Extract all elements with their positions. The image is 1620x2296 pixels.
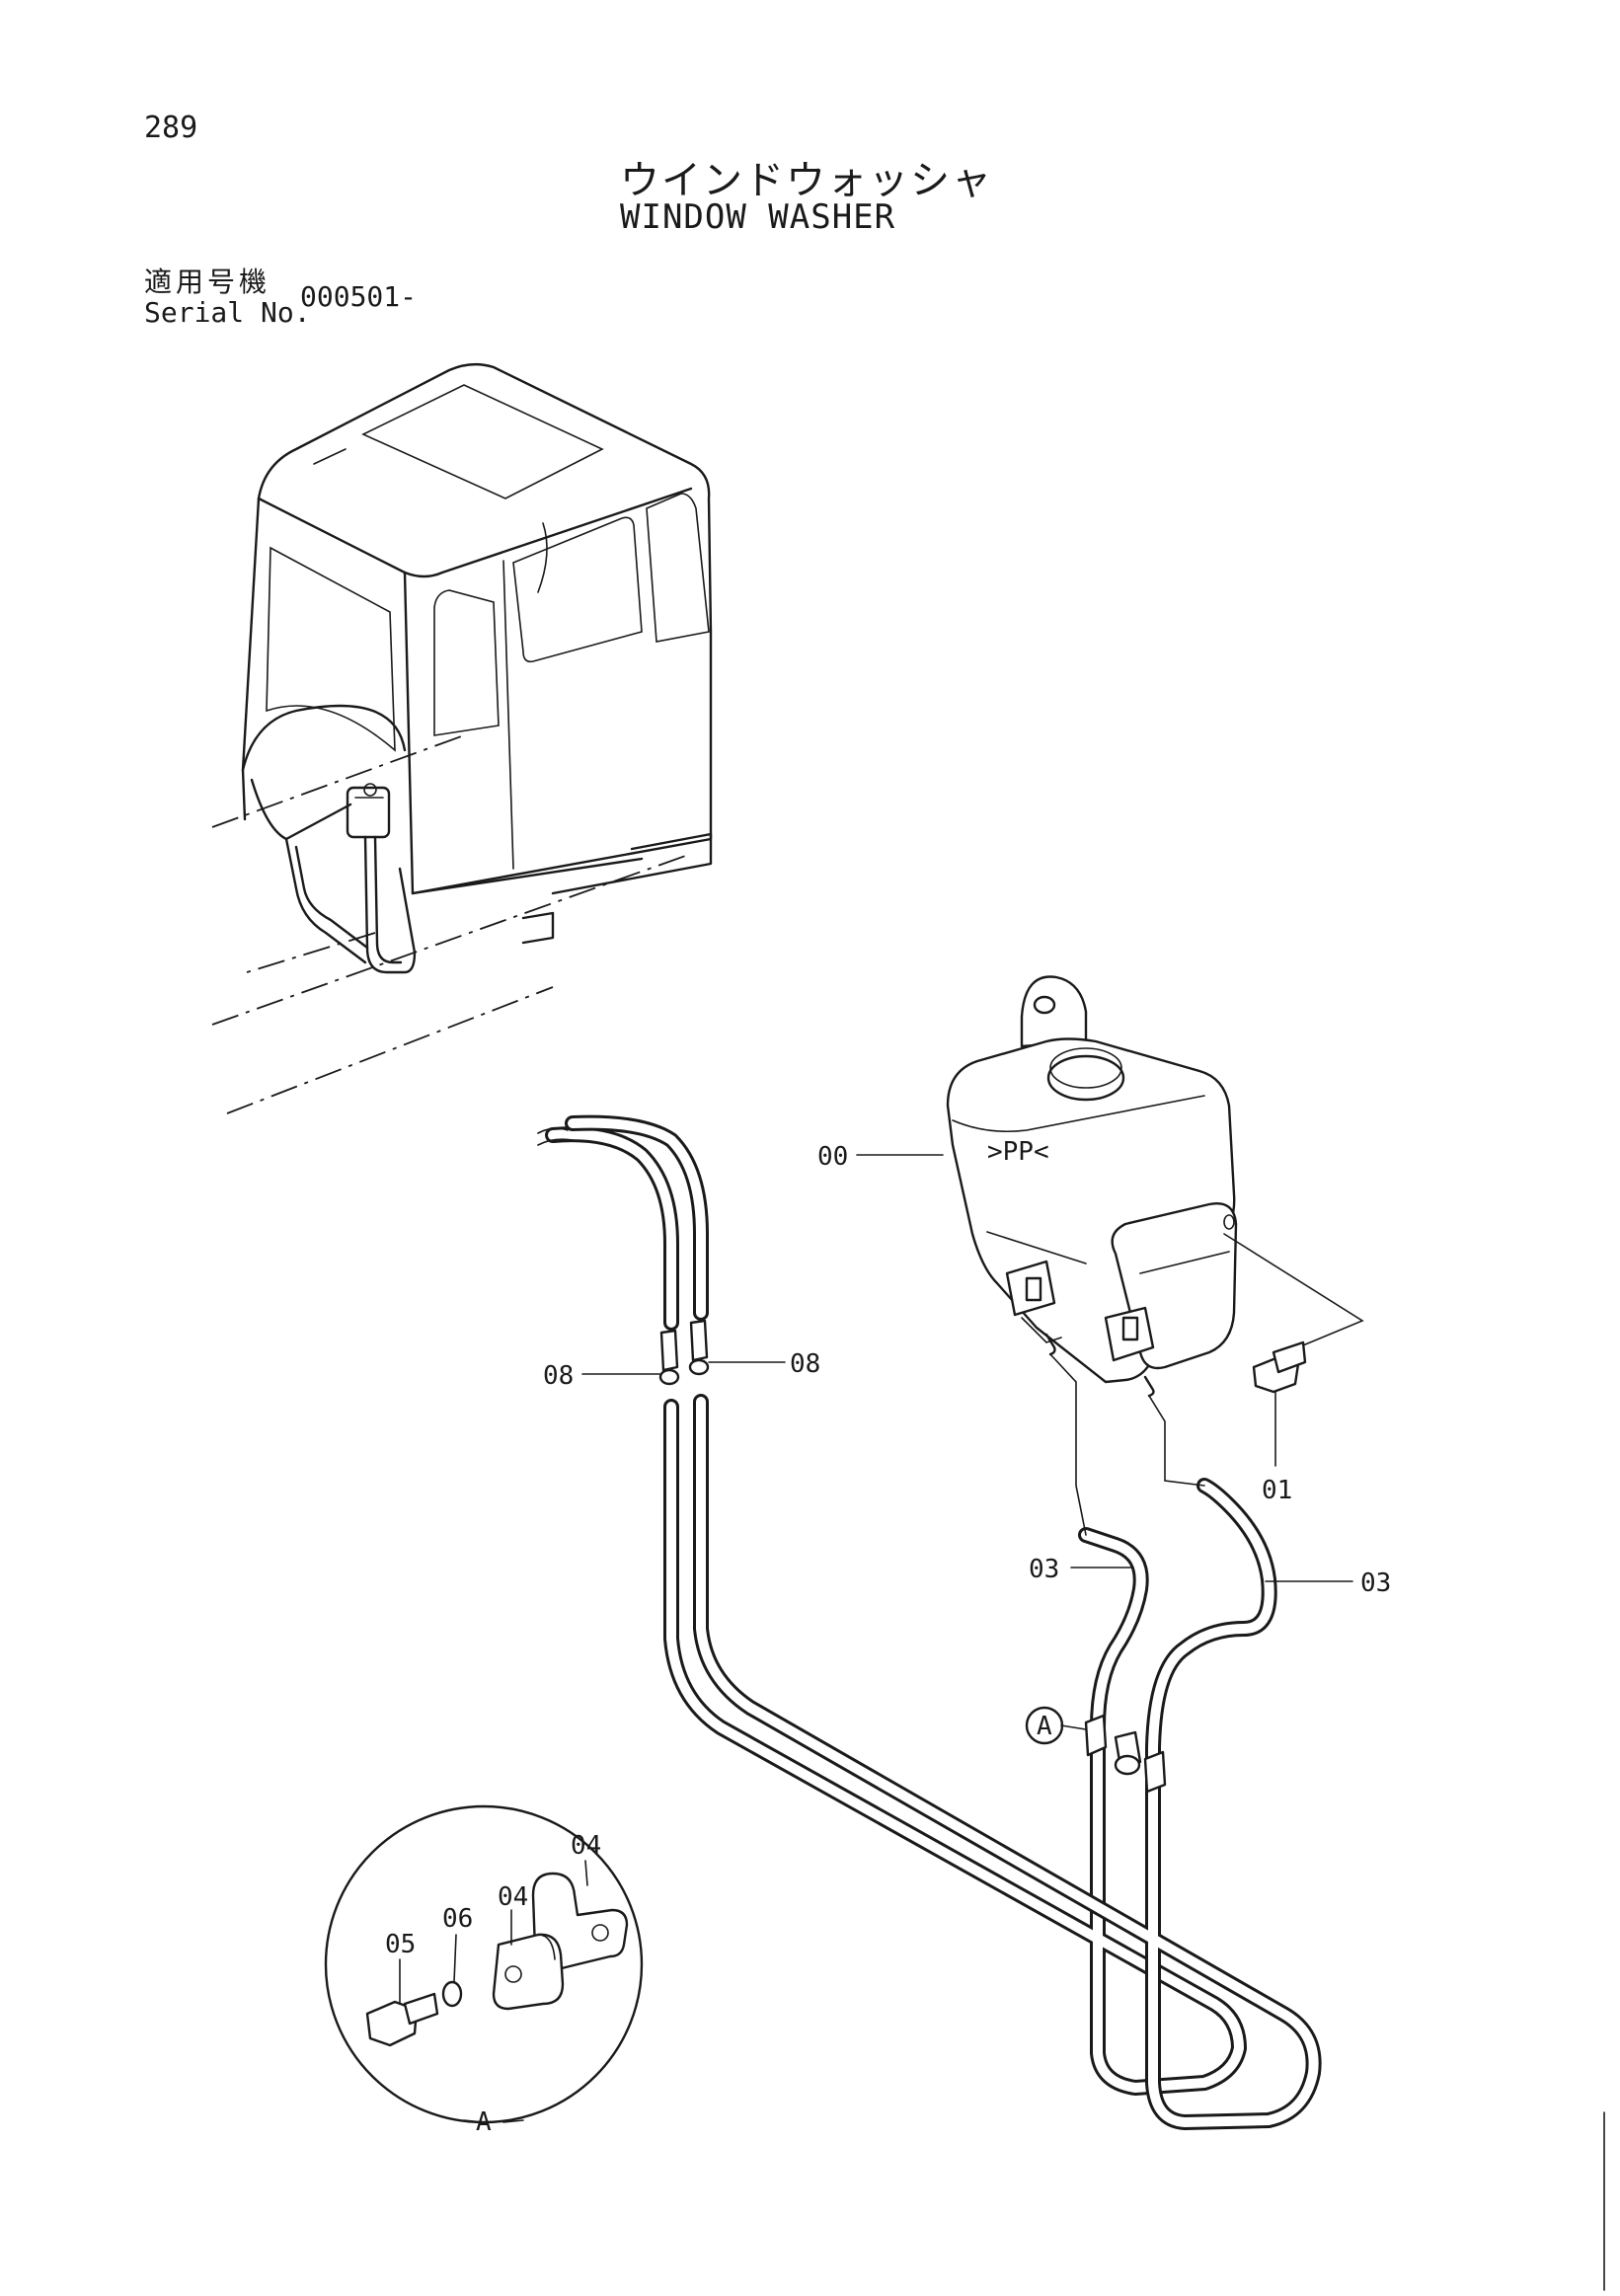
joints-08 [658,1319,710,1386]
serial-label-jp: 適用号機 [144,266,271,298]
page-title-en: WINDOW WASHER [620,197,896,237]
washer-tank: >PP< [946,975,1238,1398]
callout-hose-right: 03 [1360,1569,1391,1598]
cab-illustration [211,362,713,1114]
callout-clamp-upper: 04 [571,1831,601,1861]
callout-joint-right: 08 [790,1349,820,1379]
callout-leaders [581,1154,1353,1730]
bolt-01 [1223,1233,1364,1467]
hoses [537,1114,1322,2130]
serial-value: 000501- [300,280,418,313]
callout-bolt: 01 [1262,1476,1292,1505]
page-number: 289 [144,111,198,145]
callout-hose-left: 03 [1029,1555,1059,1584]
hose-clamp [1084,1714,1167,1794]
callout-tank: 00 [817,1142,848,1172]
callout-detail-ref: A [1037,1712,1052,1741]
detail-ref-bubble: A [1025,1706,1064,1745]
page-title-jp: ウインドウォッシャ [620,158,993,203]
tank-marking: >PP< [987,1137,1049,1167]
callout-detail-label: A [476,2107,492,2137]
detail-a [324,1804,644,2124]
callout-clamp-lower: 04 [498,1882,528,1912]
callout-joint-left: 08 [543,1361,574,1391]
callout-bolt-small: 05 [385,1930,416,1959]
callout-washer: 06 [442,1904,473,1934]
serial-label-en: Serial No. [144,296,311,329]
